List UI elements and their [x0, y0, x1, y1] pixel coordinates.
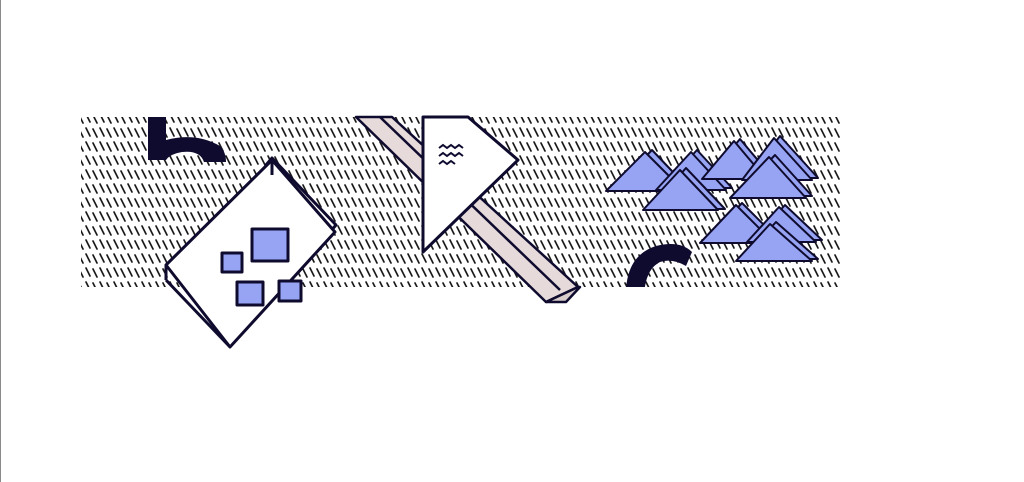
partial-letter-n-shape	[148, 117, 226, 162]
pyramid-icon	[642, 169, 719, 211]
square-icon	[250, 227, 290, 263]
wave-line-icon	[438, 151, 464, 158]
pyramid-icon	[735, 223, 813, 262]
partial-letter-c-shape	[626, 244, 692, 287]
isometric-card-with-squares-icon	[164, 156, 338, 349]
square-icon	[235, 280, 265, 307]
pyramid-cluster-icon	[605, 135, 823, 262]
left-border-line	[0, 0, 1, 482]
square-icon	[220, 251, 244, 274]
triangle-pennant-with-wave-lines-icon	[421, 115, 520, 254]
wave-line-icon	[438, 159, 456, 166]
wave-line-icon	[438, 143, 464, 150]
pyramid-icon	[729, 156, 807, 199]
square-icon	[277, 279, 303, 303]
